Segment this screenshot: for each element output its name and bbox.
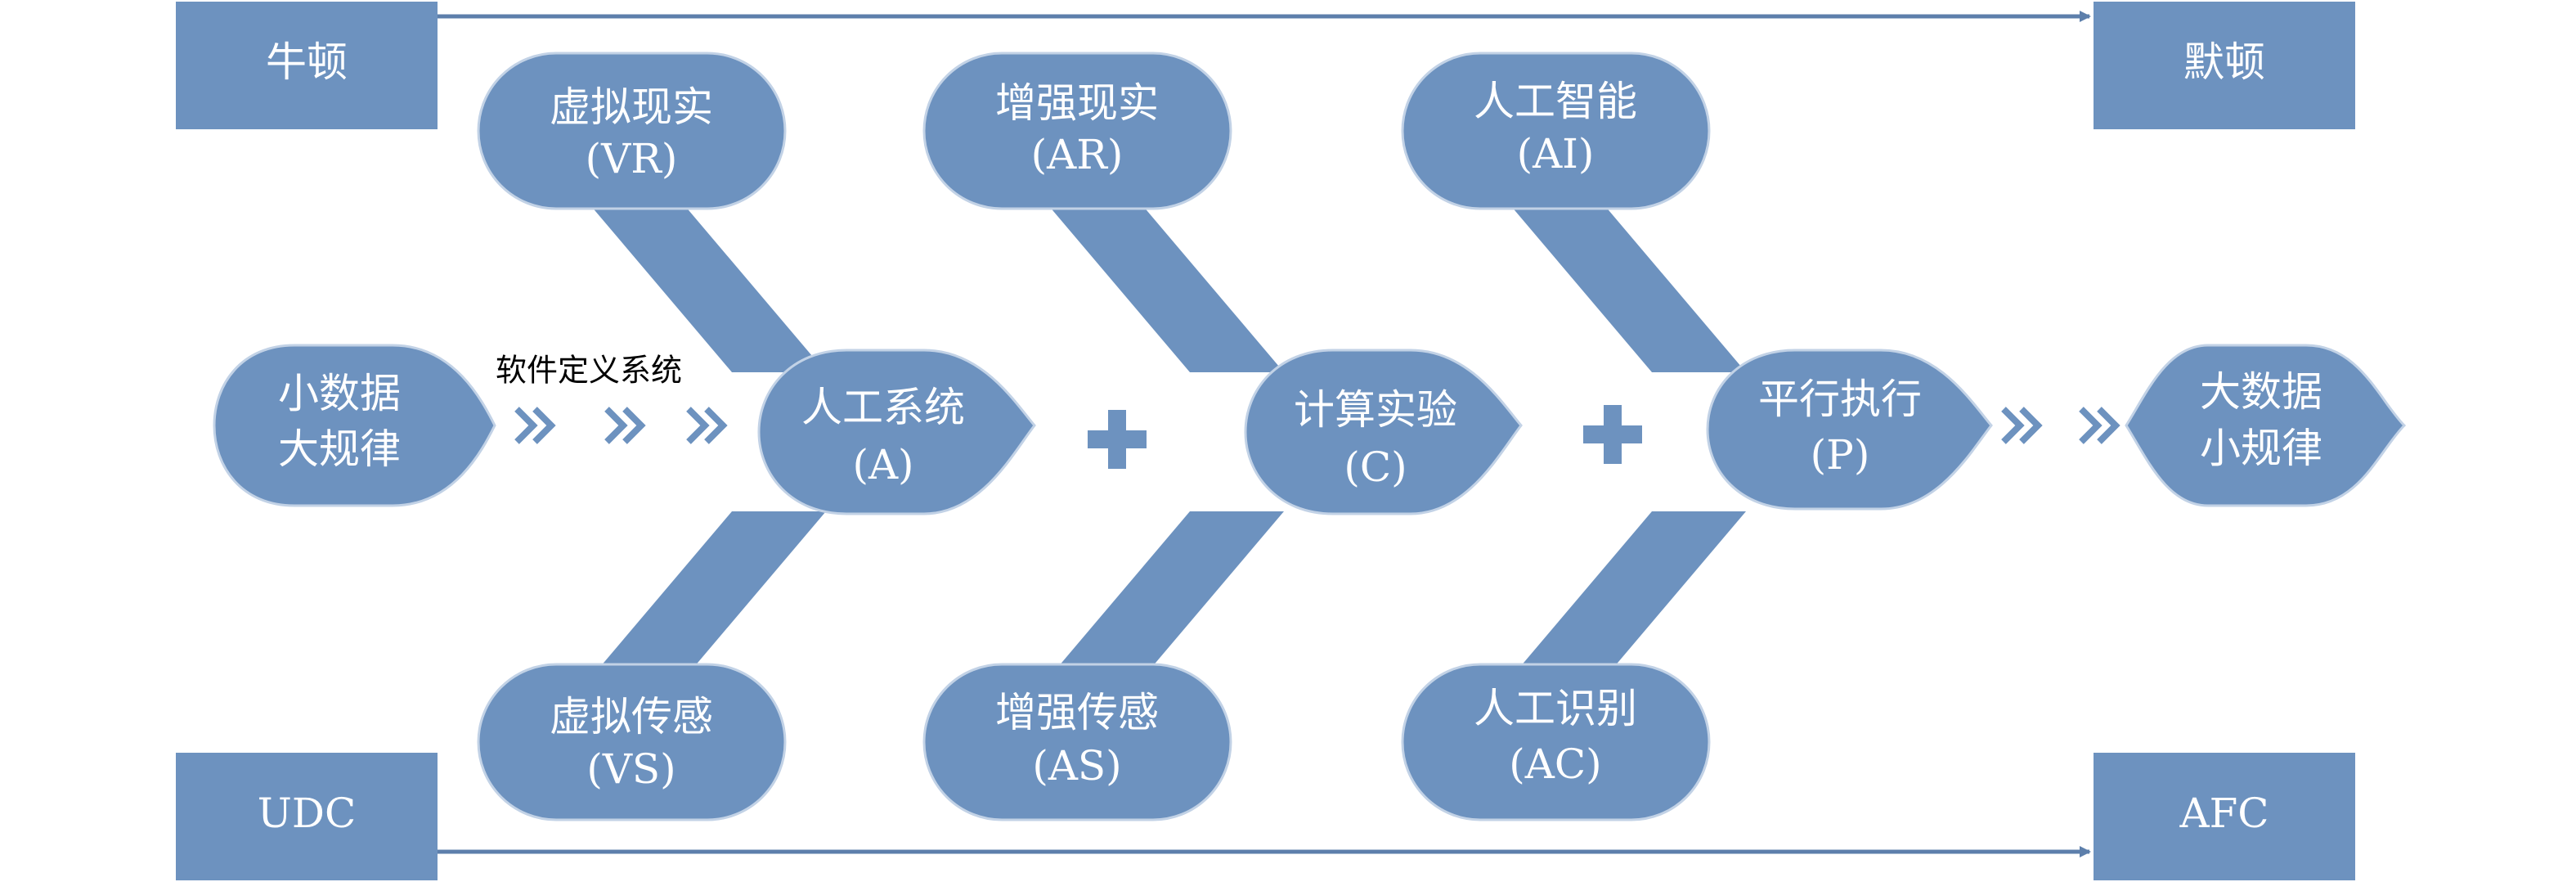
hub-p-line1: 平行执行: [1758, 376, 1922, 423]
node-ac-line1: 人工识别: [1474, 685, 1637, 732]
hub-c-line2: (C): [1344, 443, 1407, 491]
plus-operator-2: [1583, 405, 1642, 464]
node-as-line2: (AS): [1032, 742, 1121, 790]
input-small-data: 小数据 大规律: [213, 344, 496, 507]
input-left-line1: 小数据: [278, 370, 401, 417]
chevron-group-left: [514, 407, 728, 444]
node-vr-line2: (VR): [586, 135, 678, 182]
node-ai-line1: 人工智能: [1474, 78, 1637, 125]
output-big-data: 大数据 小规律: [2125, 344, 2407, 507]
node-ac-line2: (AC): [1509, 740, 1601, 788]
node-as: 增强传感 (AS): [922, 663, 1232, 821]
software-defined-label: 软件定义系统: [496, 353, 682, 389]
node-ac: 人工识别 (AC): [1401, 663, 1711, 821]
chevron-double-right-icon: [604, 407, 646, 444]
corner-box-newton: 牛顿: [176, 2, 438, 129]
hub-computational-experiment: 计算实验 (C): [1244, 349, 1523, 515]
node-ar: 增强现实 (AR): [922, 52, 1232, 210]
chevron-double-right-icon: [2001, 407, 2043, 444]
node-ar-line1: 增强现实: [995, 79, 1159, 127]
connector-vs-a: [572, 511, 826, 700]
node-ai: 人工智能 (AI): [1401, 52, 1711, 210]
chevron-double-right-icon: [686, 407, 728, 444]
corner-label-afc: AFC: [2179, 790, 2269, 837]
hub-artificial-system: 人工系统 (A): [757, 349, 1036, 515]
chevron-double-right-icon: [2079, 407, 2120, 444]
connector-ai-p: [1492, 184, 1746, 372]
node-vr-line1: 虚拟现实: [550, 83, 713, 131]
corner-box-afc: AFC: [2094, 753, 2355, 880]
node-as-line1: 增强传感: [995, 689, 1159, 736]
corner-label-newton: 牛顿: [266, 38, 348, 86]
node-vs-line2: (VS): [586, 745, 675, 793]
node-vs-line1: 虚拟传感: [550, 693, 713, 740]
node-vr: 虚拟现实 (VR): [477, 52, 787, 210]
node-ai-line2: (AI): [1517, 130, 1595, 178]
node-vs: 虚拟传感 (VS): [477, 663, 787, 821]
hub-parallel-execution: 平行执行 (P): [1706, 349, 1993, 511]
chevron-group-right: [2001, 407, 2120, 444]
chevron-double-right-icon: [514, 407, 556, 444]
hub-a-line2: (A): [852, 441, 913, 488]
corner-box-udc: UDC: [176, 753, 438, 880]
output-right-line2: 小规律: [2200, 425, 2322, 472]
connector-as-c: [1030, 511, 1284, 700]
hub-a-line1: 人工系统: [801, 384, 965, 431]
corner-label-merton: 默顿: [2183, 38, 2265, 86]
connectors: [572, 184, 1746, 700]
corner-label-udc: UDC: [258, 790, 356, 837]
hub-p-line2: (P): [1811, 431, 1870, 479]
connector-vr-a: [572, 184, 826, 372]
node-ar-line2: (AR): [1031, 131, 1124, 178]
input-left-line2: 大规律: [278, 425, 401, 473]
hub-c-line1: 计算实验: [1294, 386, 1457, 434]
output-right-line1: 大数据: [2200, 368, 2322, 416]
connector-ar-c: [1030, 184, 1284, 372]
plus-operator-1: [1088, 410, 1147, 469]
corner-box-merton: 默顿: [2094, 2, 2355, 129]
connector-ac-p: [1492, 511, 1746, 700]
